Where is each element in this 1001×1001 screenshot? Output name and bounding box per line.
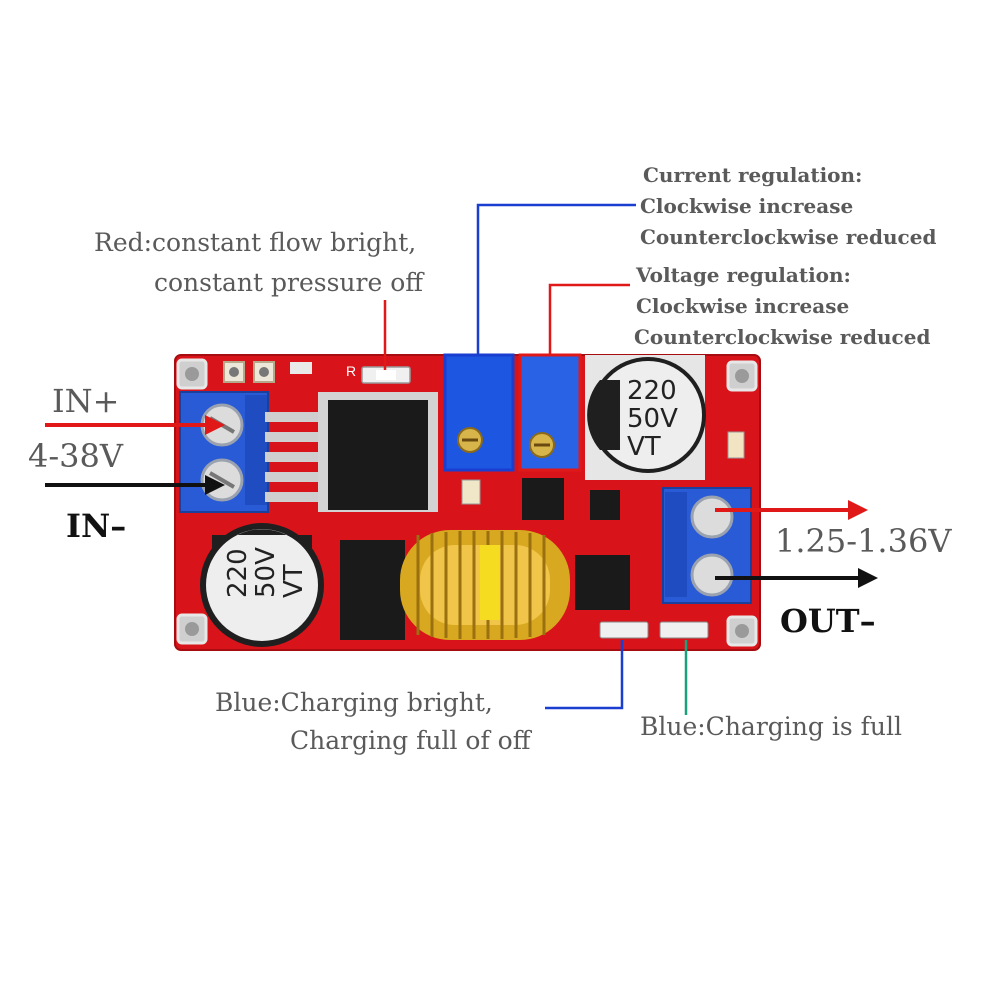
current-reg-pointer [476, 203, 636, 355]
blue-led1-note-line2: Charging full of off [290, 726, 531, 755]
in-minus-label: IN– [66, 507, 127, 545]
cap-top-rating: 50V [627, 404, 678, 434]
input-terminal-block [179, 391, 269, 513]
input-voltage-label: 4-38V [28, 437, 123, 475]
capacitor-bottom [200, 523, 324, 647]
blue-led-charging [599, 621, 649, 639]
diode [340, 540, 405, 640]
red-led-note-line1: Red:constant flow bright, [94, 228, 417, 257]
red-led-note-line2: constant pressure off [154, 268, 424, 297]
voltage-reg-clockwise: Clockwise increase [636, 294, 850, 318]
led-r-marking: R [346, 363, 357, 379]
blue-led1-pointer [545, 640, 624, 710]
current-reg-title: Current regulation: [643, 163, 863, 187]
output-voltage-label: 1.25-1.36V [775, 522, 952, 560]
current-reg-clockwise: Clockwise increase [640, 194, 854, 218]
current-reg-counterclockwise: Counterclockwise reduced [640, 225, 937, 249]
regulator-ic [265, 392, 438, 512]
blue-led1-note-line1: Blue:Charging bright, [215, 688, 493, 717]
current-potentiometer [443, 353, 515, 472]
voltage-reg-title: Voltage regulation: [636, 263, 851, 287]
arrows [45, 415, 878, 588]
pointer-lines [383, 203, 688, 715]
voltage-reg-counterclockwise: Counterclockwise reduced [634, 325, 931, 349]
mounting-holes [176, 358, 758, 647]
output-terminal-block [662, 487, 752, 604]
blue-led2-note: Blue:Charging is full [640, 712, 902, 741]
voltage-potentiometer [518, 353, 582, 472]
cap-bottom-series: VT [279, 564, 309, 598]
in-plus-label: IN+ [52, 382, 120, 420]
cap-bottom-rating: 50V [251, 547, 281, 598]
voltage-reg-pointer [548, 283, 630, 355]
cap-top-value: 220 [627, 376, 677, 406]
toroid-inductor [400, 530, 570, 640]
cap-top-series: VT [627, 432, 661, 462]
cap-bottom-value: 220 [223, 548, 253, 598]
blue-led-full [659, 621, 709, 639]
out-minus-label: OUT– [780, 602, 876, 640]
capacitor-top [585, 355, 706, 480]
